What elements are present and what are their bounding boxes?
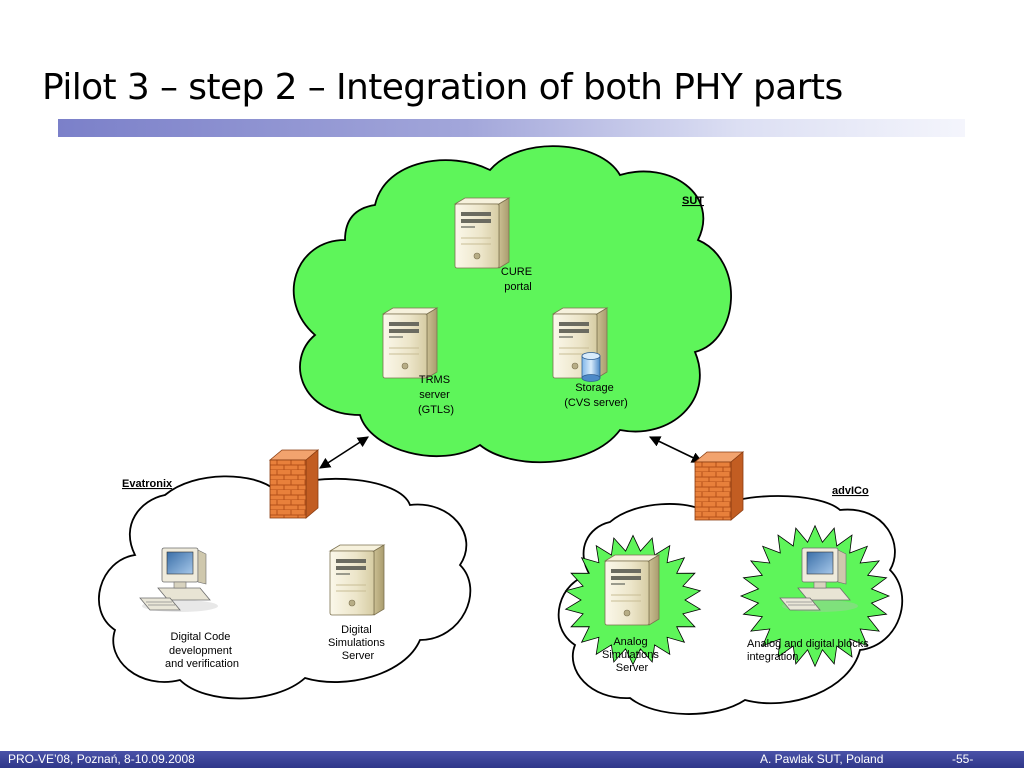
trms-server-caption: TRMS server (GTLS) [418,374,454,416]
database-icon [581,352,601,382]
firewall-icon [269,449,319,519]
link-sut-advico [648,436,704,463]
evatronix-cloud [98,475,472,700]
digital-simulations-caption: Digital Simulations Server [328,624,388,662]
sut-cloud [292,145,732,464]
slide-title: Pilot 3 – step 2 – Integration of both P… [42,67,843,108]
server-tower-icon [382,307,438,379]
link-sut-evatronix [319,436,369,469]
digital-code-caption: Digital Code development and verificatio… [165,631,239,670]
server-tower-icon [604,554,660,626]
server-tower-icon [329,544,385,616]
title-gradient-rule [58,119,965,137]
sut-label: SUT [682,195,704,207]
firewall-icon [694,451,744,521]
server-tower-icon [454,197,510,269]
footer-author: A. Pawlak SUT, Poland [760,752,884,766]
slide-footer: PRO-VE’08, Poznań, 8-10.09.2008 A. Pawla… [0,751,1024,768]
footer-event: PRO-VE’08, Poznań, 8-10.09.2008 [8,752,195,766]
network-diagram: SUT Evatronix advICo CURE portal TRMS se… [98,145,904,715]
analog-simulations-caption: Analog Simulations Server [602,636,662,674]
footer-page-number: -55- [952,752,974,766]
integration-caption: Analog and digital blocks integration [747,638,872,663]
storage-caption: Storage (CVS server) [564,382,628,409]
evatronix-label: Evatronix [122,478,173,490]
cure-portal-caption: CURE portal [501,266,535,293]
advico-label: advICo [832,485,869,497]
